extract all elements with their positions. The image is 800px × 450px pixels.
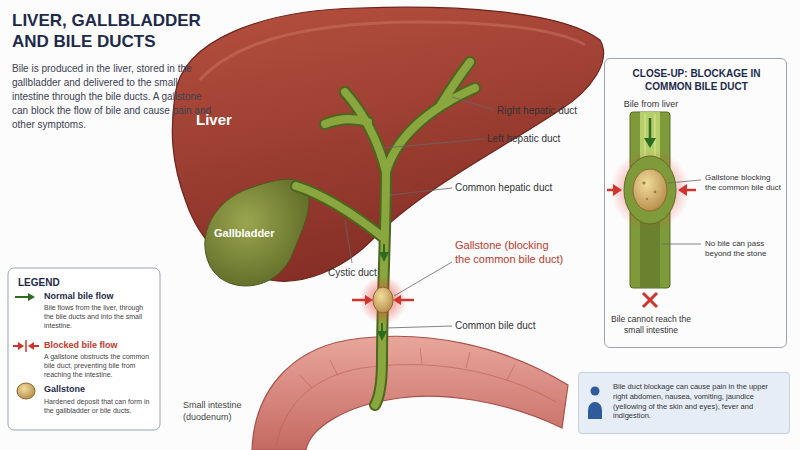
duct-label: Common hepatic duct [455, 181, 595, 194]
leader-line [345, 220, 352, 263]
blocked-arrow [686, 189, 696, 192]
leader-line [384, 139, 484, 148]
flow-arrow [377, 331, 387, 341]
organ-label: Liver [196, 110, 256, 130]
bile-duct [345, 92, 386, 172]
duodenum-shape [252, 336, 568, 450]
leader-line [668, 180, 701, 183]
closeup-duct-bulge [624, 156, 676, 224]
organ-label: Small intestine (duodenum) [183, 400, 255, 423]
organ-label: Gallbladder [214, 226, 304, 240]
blocked-arrow [393, 295, 401, 305]
blocked-arrow [678, 184, 687, 196]
closeup-duct [630, 112, 670, 288]
legend-flow-sample [15, 296, 29, 298]
duct-label: Left hepatic duct [487, 132, 597, 145]
duodenum-fold [300, 348, 515, 388]
flow-arrow [379, 252, 389, 262]
blocked-cross [643, 293, 657, 307]
legend-item: Gallstone [44, 384, 156, 396]
bile-duct [440, 62, 470, 106]
info-box: Bile duct blockage can cause pain in the… [578, 372, 790, 434]
legend-description: Bile flows from the liver, through the b… [44, 303, 154, 330]
info-box-fill [578, 372, 790, 434]
duct-label: Right hepatic duct [497, 104, 601, 117]
legend-heading: LEGEND [18, 276, 98, 289]
legend-description: Hardened deposit that can form in the ga… [44, 397, 154, 415]
duct-fill [296, 62, 475, 405]
duodenum-fold [276, 365, 556, 446]
legend-description: A gallstone obstructs the common bile du… [44, 352, 154, 379]
duct-label: Common bile duct [455, 319, 575, 332]
bile-duct [296, 186, 384, 238]
stone-texture [642, 181, 645, 184]
bile-duct [325, 119, 368, 124]
legend-item: Normal bile flow [44, 291, 156, 303]
legend-label: Blocked bile flow [44, 340, 156, 352]
person-icon [588, 402, 602, 419]
bile-duct [345, 92, 386, 172]
intro-text: Bile is produced in the liver, stored in… [12, 62, 212, 132]
gallbladder-shape [205, 179, 309, 286]
liver-highlight [200, 22, 585, 80]
gallstone [633, 169, 667, 211]
legend-label: Gallstone [44, 384, 156, 396]
flow-arrow [644, 138, 656, 148]
bile-duct [386, 88, 475, 172]
blocked-arrow [365, 295, 373, 305]
leader-lines [345, 97, 494, 328]
bile-duct [386, 88, 475, 172]
blocked-arrow [613, 184, 622, 196]
duct-outline [296, 62, 475, 405]
gallstone [373, 287, 393, 313]
legend-item: Blocked bile flow [44, 340, 156, 352]
legend-blocked-sample [18, 342, 24, 350]
leader-line [452, 97, 494, 110]
legend-stone-sample [17, 383, 35, 399]
info-text: Bile duct blockage can cause pain in the… [613, 382, 783, 421]
closeup-panel: CLOSE-UP: BLOCKAGE IN COMMON BILE DUCT Bi… [604, 58, 787, 348]
stone-texture [646, 198, 648, 200]
bile-duct [325, 119, 368, 124]
legend-flow-sample [28, 293, 35, 301]
closeup-label: Gallstone blocking the common bile duct [705, 173, 783, 194]
duct-label: Cystic duct [328, 266, 408, 279]
closeup-label: No bile can pass beyond the stone [705, 239, 783, 260]
legend-blocked-sample [28, 342, 34, 350]
gallstone-glow [610, 150, 690, 230]
leader-line [394, 262, 452, 296]
diagram-title: LIVER, GALLBLADDER AND BILE DUCTS [12, 10, 232, 53]
gallstone-glow [359, 276, 407, 324]
blocked-arrow [400, 299, 414, 302]
gallstone-label: Gallstone (blocking the common bile duct… [455, 238, 565, 267]
closeup-label: Bile cannot reach the small intestine [606, 314, 696, 336]
person-icon [591, 387, 600, 396]
flow-arrow [649, 118, 652, 140]
leader-line [390, 188, 452, 195]
legend-label: Normal bile flow [44, 291, 156, 303]
legend-blocked-sample [25, 340, 27, 352]
blocked-arrow [352, 299, 366, 302]
legend-frame [8, 268, 160, 430]
stone-texture [654, 191, 657, 194]
leader-line [662, 244, 701, 245]
panel-heading: CLOSE-UP: BLOCKAGE IN COMMON BILE DUCT [613, 67, 780, 93]
leader-line [386, 326, 452, 328]
closeup-label: Bile from liver [611, 99, 691, 111]
blocked-cross [643, 293, 657, 307]
bile-duct [296, 186, 384, 238]
